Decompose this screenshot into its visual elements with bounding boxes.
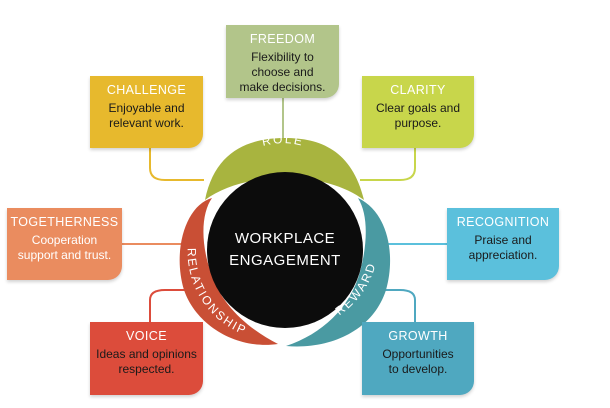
recognition-card: RECOGNITION Praise and appreciation. [447, 208, 559, 280]
voice-text: Ideas and opinions respected. [96, 347, 197, 377]
recognition-text: Praise and appreciation. [453, 233, 553, 263]
reward-arc [286, 198, 391, 347]
relationship-arc [179, 198, 278, 345]
growth-text: Opportunities to develop. [368, 347, 468, 377]
voice-title: VOICE [126, 329, 167, 343]
clarity-text: Clear goals and purpose. [368, 101, 468, 131]
togetherness-line2: support and trust. [17, 248, 112, 262]
freedom-line2: choose and [251, 65, 314, 79]
center-circle [207, 172, 363, 328]
challenge-line2: relevant work. [109, 116, 184, 130]
role-arc [205, 138, 364, 200]
voice-line2: respected. [118, 362, 175, 376]
freedom-line1: Flexibility to [251, 50, 314, 64]
connector-voice [149, 289, 187, 322]
role-label-text: ROLE [261, 132, 304, 149]
togetherness-text: Cooperation support and trust. [13, 233, 116, 263]
challenge-card: CHALLENGE Enjoyable and relevant work. [90, 76, 203, 148]
togetherness-title: TOGETHERNESS [10, 215, 119, 229]
voice-card: VOICE Ideas and opinions respected. [90, 322, 203, 395]
center-title-line2: ENGAGEMENT [229, 252, 341, 269]
connector-lines [122, 98, 447, 322]
clarity-card: CLARITY Clear goals and purpose. [362, 76, 474, 148]
togetherness-card: TOGETHERNESS Cooperation support and tru… [7, 208, 122, 280]
role-label: ROLE [261, 132, 306, 149]
freedom-line3: make decisions. [239, 80, 326, 94]
freedom-title: FREEDOM [249, 32, 316, 46]
voice-line1: Ideas and opinions [96, 347, 197, 361]
connector-challenge [149, 148, 204, 181]
growth-card: GROWTH Opportunities to develop. [362, 322, 474, 395]
growth-line2: to develop. [388, 362, 448, 376]
challenge-text: Enjoyable and relevant work. [96, 101, 197, 131]
challenge-line1: Enjoyable and [108, 101, 185, 115]
clarity-line2: purpose. [394, 116, 442, 130]
growth-line1: Opportunities [382, 347, 454, 361]
connector-clarity [360, 148, 416, 181]
connector-growth [380, 289, 416, 322]
freedom-text: Flexibility to choose and make decisions… [232, 50, 333, 95]
togetherness-line1: Cooperation [31, 233, 98, 247]
center-title-line1: WORKPLACE [235, 230, 335, 247]
clarity-title: CLARITY [390, 83, 446, 97]
clarity-line1: Clear goals and [375, 101, 461, 115]
recognition-line1: Praise and [474, 233, 532, 247]
challenge-title: CHALLENGE [106, 83, 187, 97]
recognition-line2: appreciation. [468, 248, 538, 262]
growth-title: GROWTH [388, 329, 448, 343]
freedom-card: FREEDOM Flexibility to choose and make d… [226, 25, 339, 98]
recognition-title: RECOGNITION [456, 215, 550, 229]
